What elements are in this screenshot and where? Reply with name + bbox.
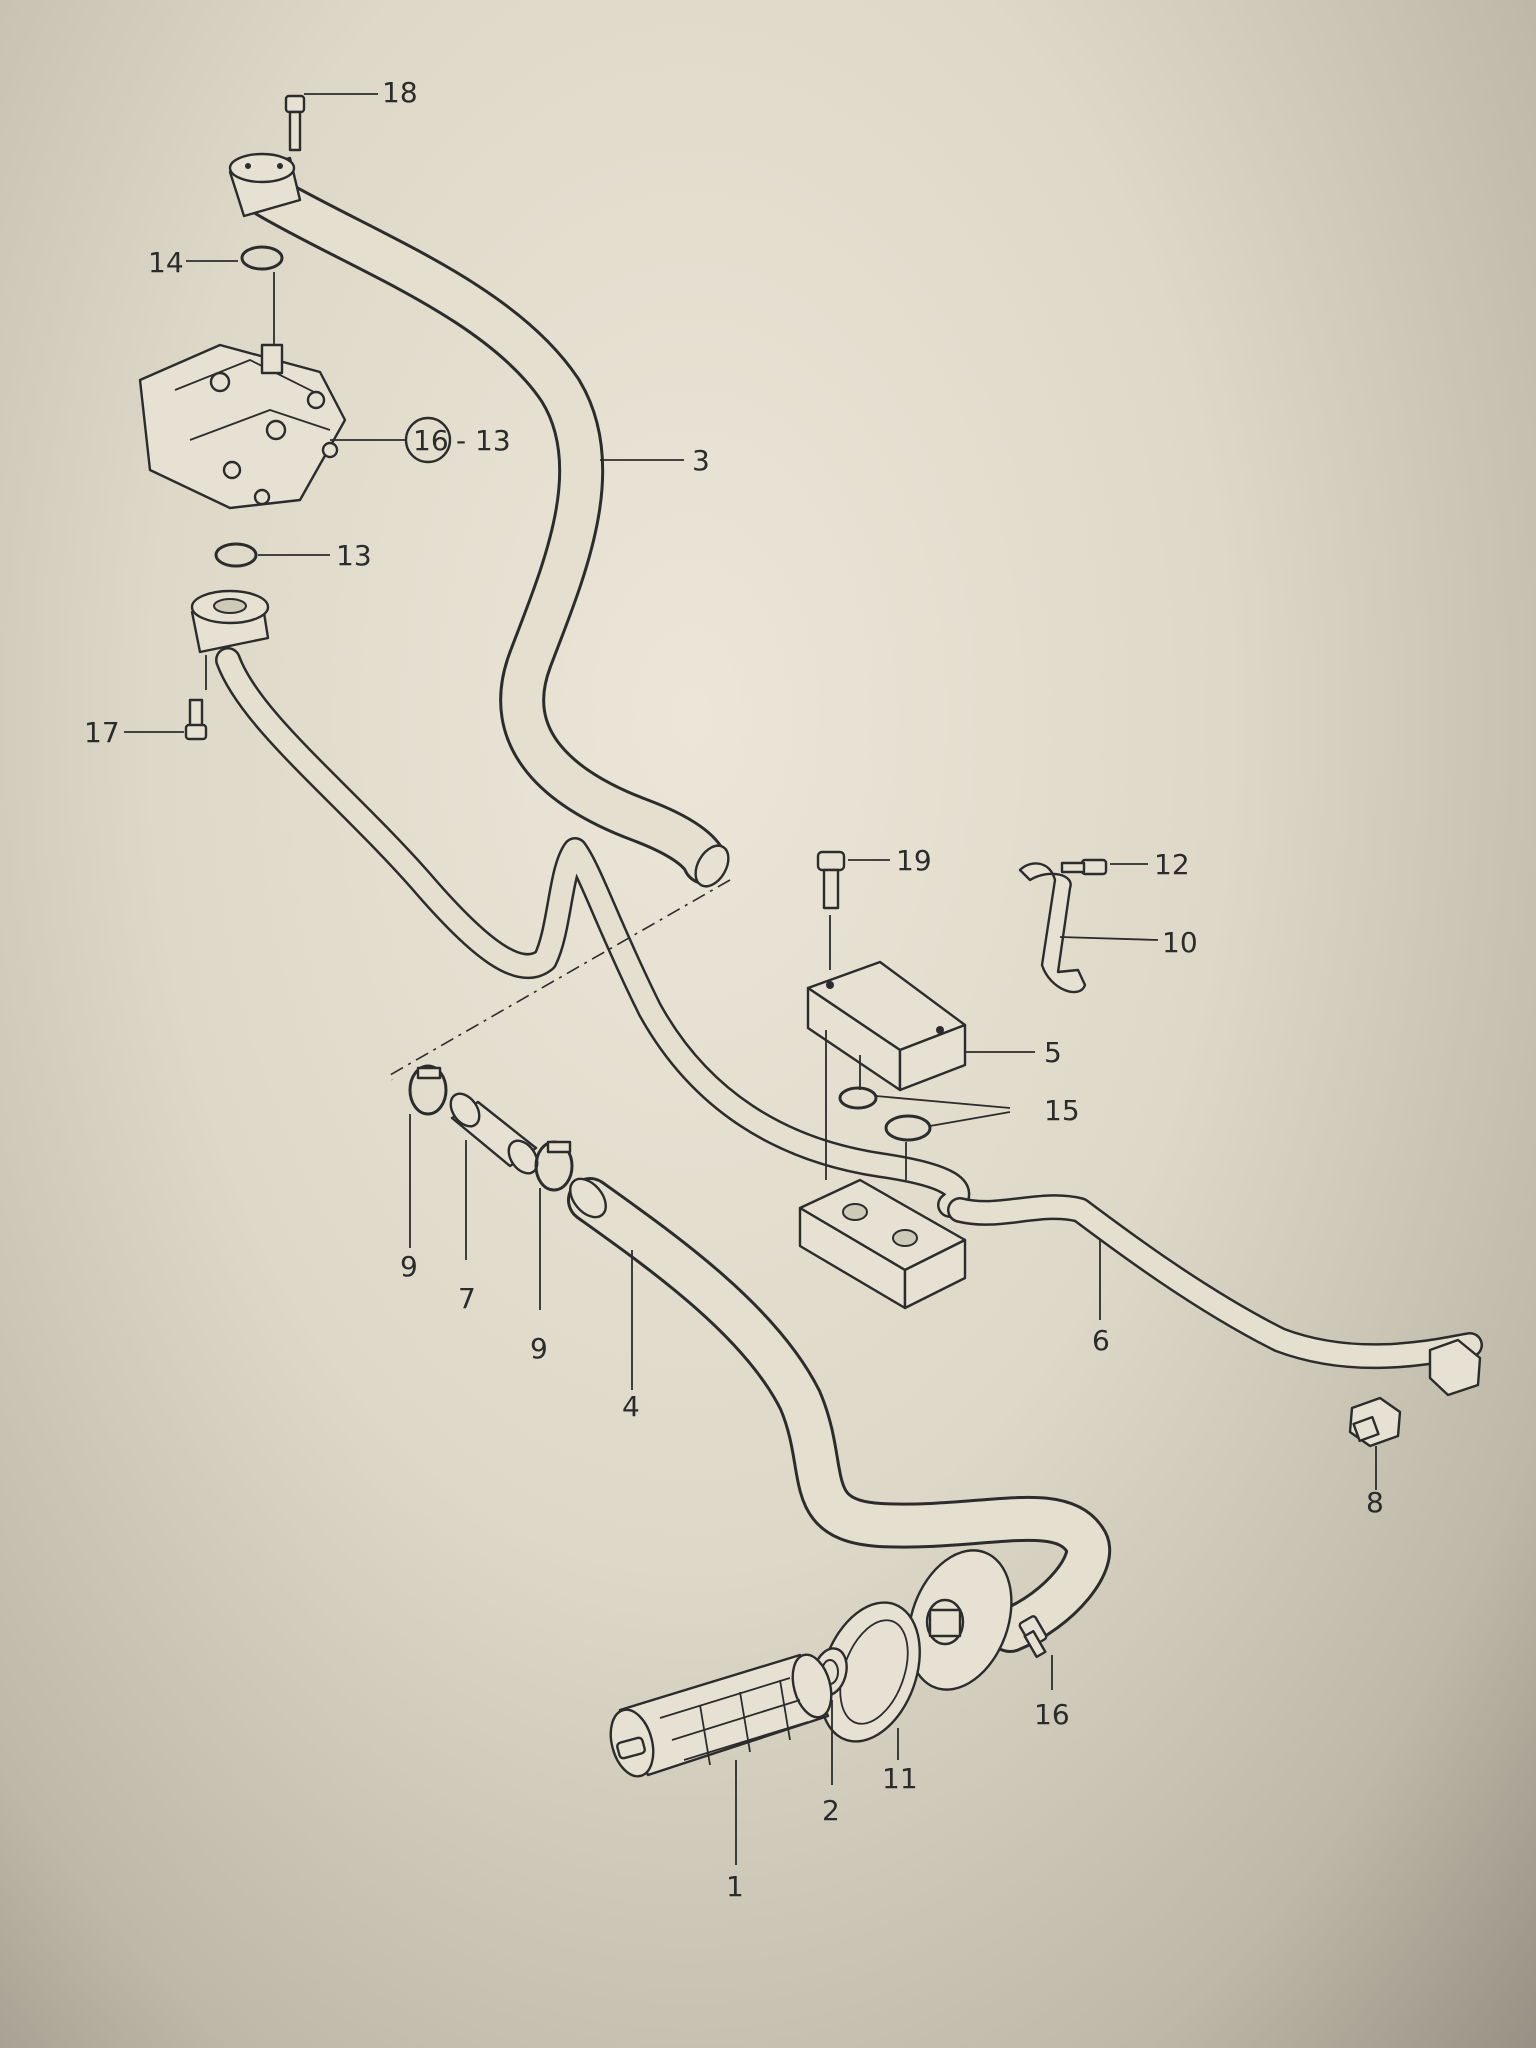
o-ring-part-13	[214, 542, 330, 568]
pipe-head-block	[228, 152, 302, 218]
callout-11: 11	[882, 1762, 918, 1795]
callout-16: 16	[1034, 1698, 1070, 1731]
callout-14: 14	[148, 246, 184, 279]
fitting-part-8	[1348, 1396, 1402, 1490]
bolt-part-18	[284, 93, 378, 152]
block-part-5	[806, 960, 1035, 1180]
pipe-part-4	[567, 1177, 1112, 1653]
callout-6: 6	[1092, 1324, 1110, 1357]
callout-7: 7	[458, 1282, 476, 1315]
filter-part-1	[609, 1653, 833, 1865]
callout-5: 5	[1044, 1036, 1062, 1069]
tube-part-6	[215, 647, 1483, 1397]
junction-base-block	[798, 1178, 967, 1310]
callout-3: 3	[692, 444, 710, 477]
callout-17: 17	[84, 716, 120, 749]
hose-part-7	[449, 1092, 539, 1260]
callout-15: 15	[1044, 1094, 1080, 1127]
callout-13-dash: - 13	[456, 424, 511, 457]
callout-12: 12	[1154, 848, 1190, 881]
lower-head-block	[190, 589, 270, 690]
clamp-part-9-right	[534, 1140, 574, 1310]
pump-housing-part-16-13	[138, 343, 452, 510]
callout-4: 4	[622, 1390, 640, 1423]
bolt-part-19	[816, 850, 890, 970]
callout-13: 13	[336, 539, 372, 572]
callout-9-right: 9	[530, 1332, 548, 1365]
callout-2: 2	[822, 1794, 840, 1827]
callout-18: 18	[382, 76, 418, 109]
callout-8: 8	[1366, 1486, 1384, 1519]
pipe-part-3	[245, 173, 730, 888]
o-rings-part-15	[838, 1086, 1011, 1180]
bolt-part-12	[1060, 858, 1148, 876]
bolt-part-16-lower	[1018, 1615, 1053, 1690]
callout-1: 1	[726, 1870, 744, 1903]
callout-16-circled: 16	[413, 424, 449, 457]
clamp-part-9-left	[408, 1064, 448, 1248]
callout-19: 19	[896, 844, 932, 877]
callout-10: 10	[1162, 926, 1198, 959]
o-ring-part-14	[186, 245, 284, 348]
flange-plate	[907, 1549, 1013, 1691]
callout-9-left: 9	[400, 1250, 418, 1283]
bolt-part-17	[124, 698, 208, 741]
bracket-part-10	[1018, 862, 1159, 994]
